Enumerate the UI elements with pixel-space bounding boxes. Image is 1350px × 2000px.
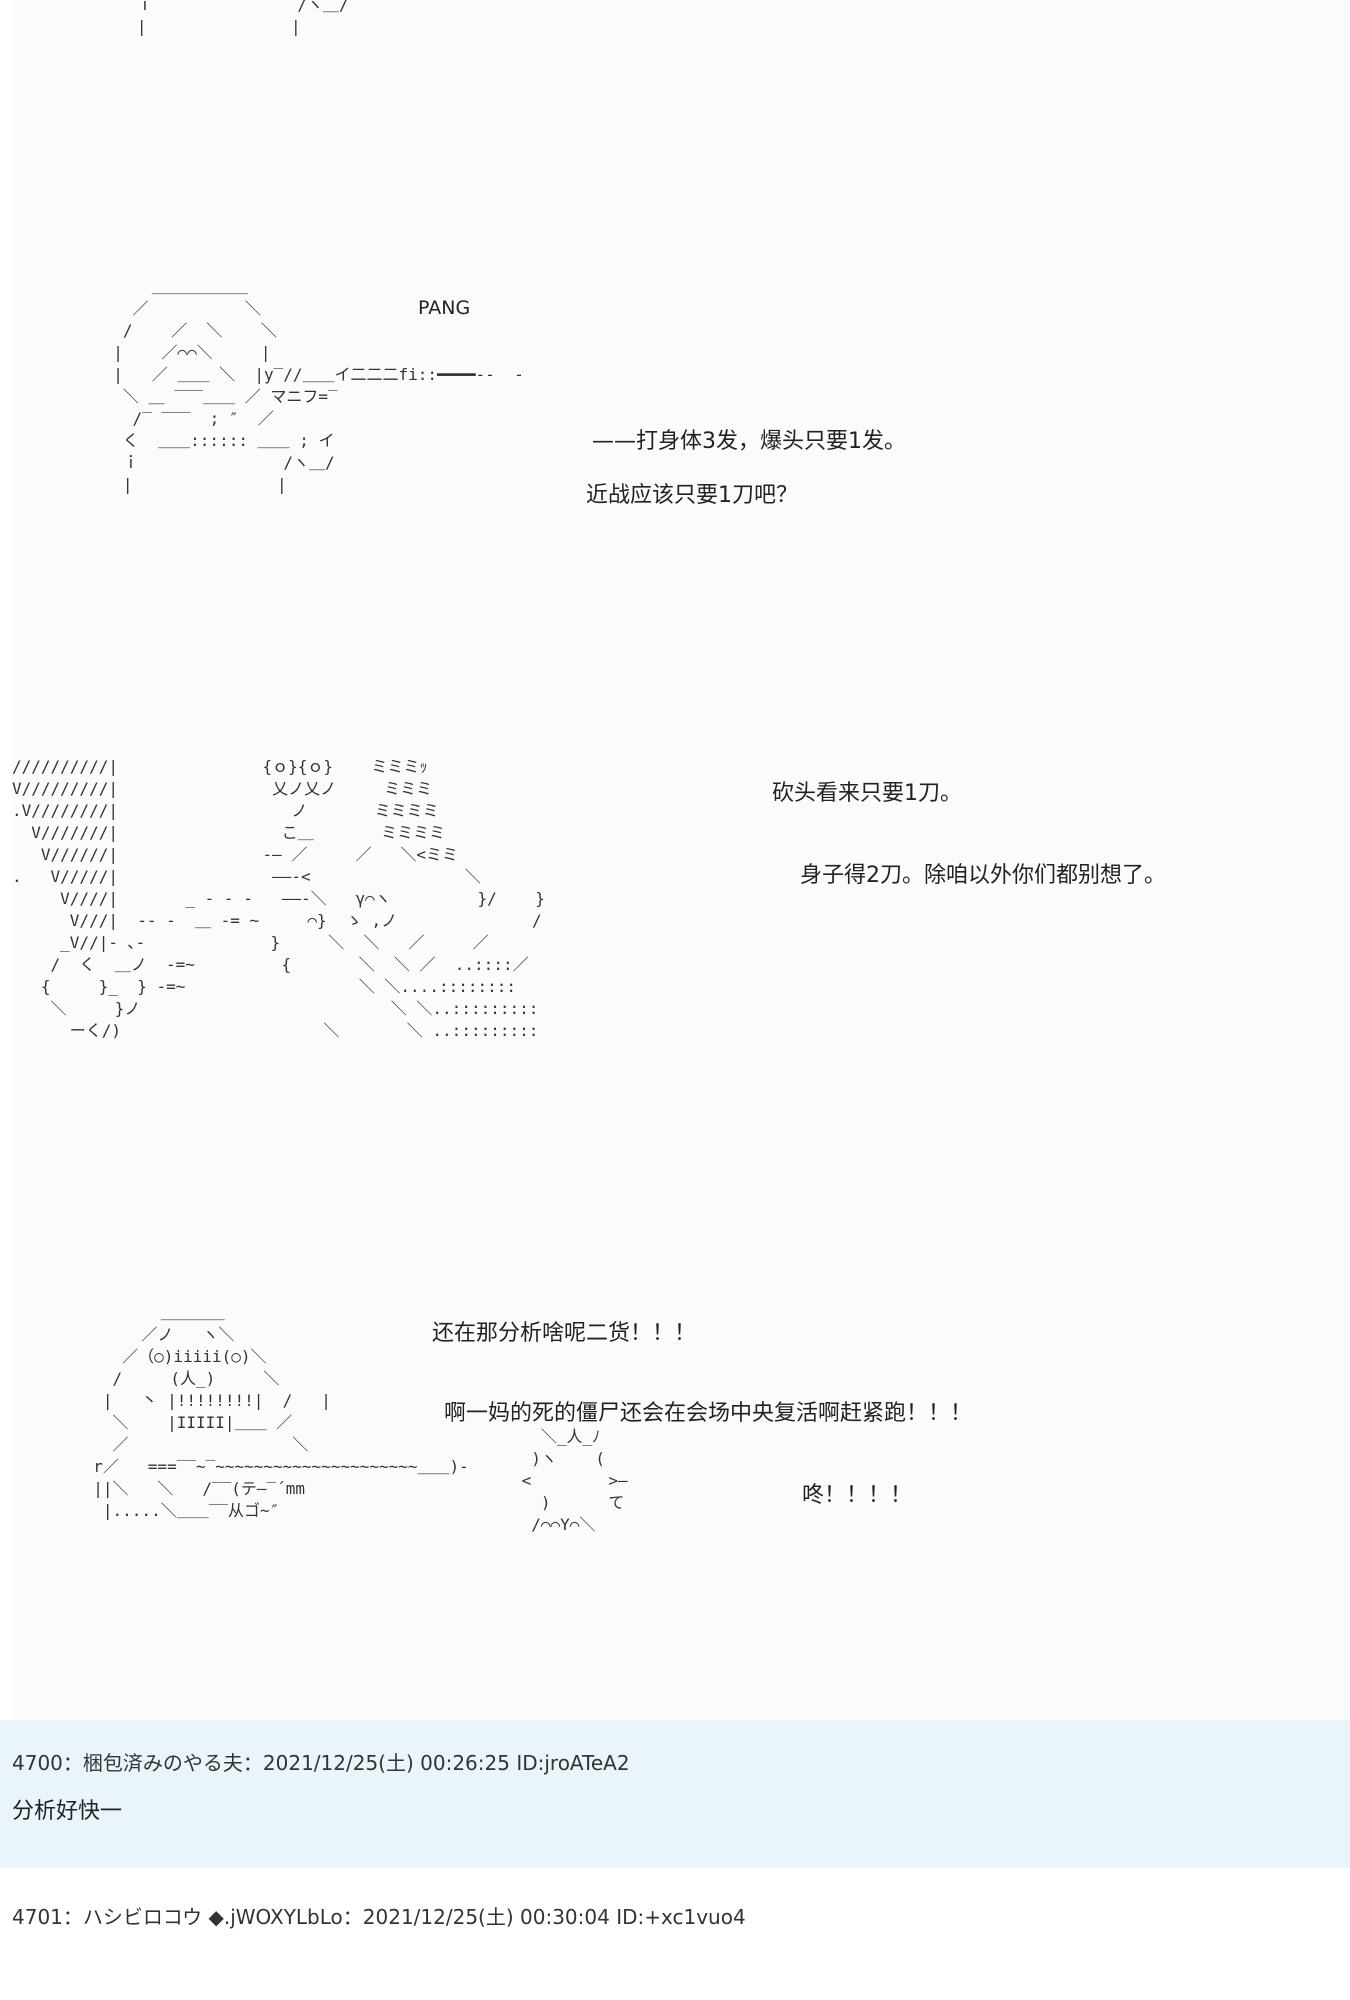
ascii-art-swordsman: //////////| {ｏ}{ｏ} ミミミｯ V/////////| 乂ノ乂ノ… <box>12 757 545 1040</box>
ascii-art-impact: ＼_人_ﾉ )ヽ ( < >― ) て /⌒⌒Y⌒＼ <box>521 1427 628 1534</box>
sound-effect-pang: PANG <box>418 297 471 319</box>
dialogue-line: 还在那分析啥呢二货！！！ <box>432 1321 697 1346</box>
dialogue-line: 咚！！！！ <box>802 1483 913 1508</box>
ascii-art-gunner: ＿＿＿＿＿＿ ／ ＼ / ／ ＼ ＼ | ／⌒⌒＼ | | ／ ＿＿ ＼ |y‾… <box>113 277 524 494</box>
ascii-art-yaruo: ＿＿＿＿ ／ノ ヽ＼ ／（○)iiiii(○)＼ / (人_) ＼ | 丶 |!… <box>93 1303 469 1520</box>
post-4700: 4700：梱包済みのやる夫：2021/12/25(土) 00:26:25 ID:… <box>0 1720 1350 1868</box>
post-body: ｉ /ヽ＿/ | | ＿＿＿＿＿＿ ／ ＼ / ／ ＼ ＼ | ／⌒⌒＼ | |… <box>12 0 1350 1720</box>
dialogue-line: 近战应该只要1刀吧？ <box>586 483 798 508</box>
post-4701: 4701：ハシビロコウ ◆.jWOXYLbLo：2021/12/25(土) 00… <box>0 1868 1350 2000</box>
dialogue-line: 身子得2刀。除咱以外你们都别想了。 <box>800 863 1166 888</box>
dialogue-line: 砍头看来只要1刀。 <box>772 781 962 806</box>
post-header: 4701：ハシビロコウ ◆.jWOXYLbLo：2021/12/25(土) 00… <box>12 1905 746 1929</box>
ascii-art-top: ｉ /ヽ＿/ | | <box>136 0 349 36</box>
post-text: 分析好快一 <box>12 1799 123 1824</box>
dialogue-line: 啊一妈的死的僵尸还会在会场中央复活啊赶紧跑！！！ <box>444 1401 973 1426</box>
post-header: 4700：梱包済みのやる夫：2021/12/25(土) 00:26:25 ID:… <box>12 1751 630 1775</box>
page-edge <box>0 0 12 2000</box>
dialogue-line: ——打身体3发，爆头只要1发。 <box>592 429 906 454</box>
